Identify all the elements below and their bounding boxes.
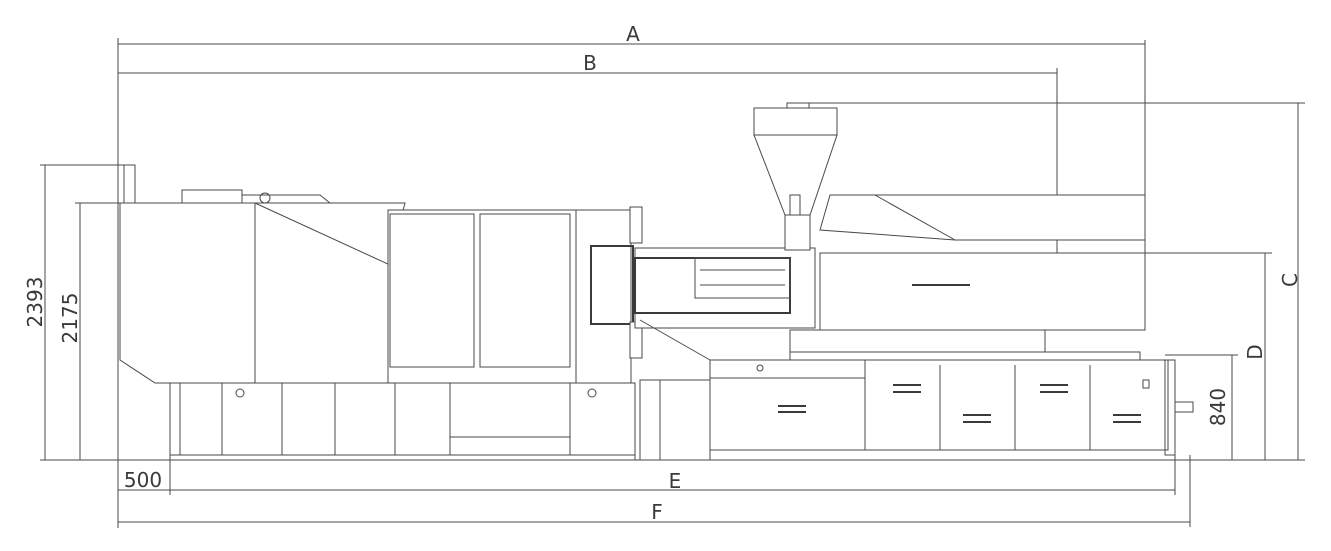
dimension-label-D: D bbox=[1243, 344, 1267, 359]
dimension-500: 500 bbox=[118, 468, 170, 492]
dimension-F: F bbox=[118, 500, 1190, 524]
dimension-label-B: B bbox=[583, 51, 597, 75]
dimension-label-F: F bbox=[651, 500, 663, 524]
dimension-A: A bbox=[118, 22, 1145, 46]
clamp-guard bbox=[119, 202, 406, 384]
hopper bbox=[753, 107, 838, 136]
dimension-label-840: 840 bbox=[1206, 388, 1230, 426]
dimension-E: E bbox=[170, 469, 1175, 493]
dimension-D: D bbox=[1243, 253, 1267, 460]
dimension-label-2393: 2393 bbox=[23, 277, 47, 328]
dimension-label-C: C bbox=[1278, 273, 1302, 287]
dimension-label-2175: 2175 bbox=[58, 293, 82, 344]
machine-outline bbox=[119, 102, 1194, 461]
injection-cover bbox=[819, 252, 1146, 331]
dimension-2175: 2175 bbox=[58, 203, 82, 460]
dimension-label-500: 500 bbox=[124, 468, 162, 492]
dimension-2393: 2393 bbox=[23, 165, 47, 460]
dimension-B: B bbox=[118, 51, 1057, 75]
dimension-label-A: A bbox=[626, 22, 640, 46]
clamp-base bbox=[169, 382, 636, 461]
dimension-label-E: E bbox=[669, 469, 682, 493]
dimension-840: 840 bbox=[1206, 355, 1233, 460]
dimension-C: C bbox=[1278, 103, 1302, 460]
